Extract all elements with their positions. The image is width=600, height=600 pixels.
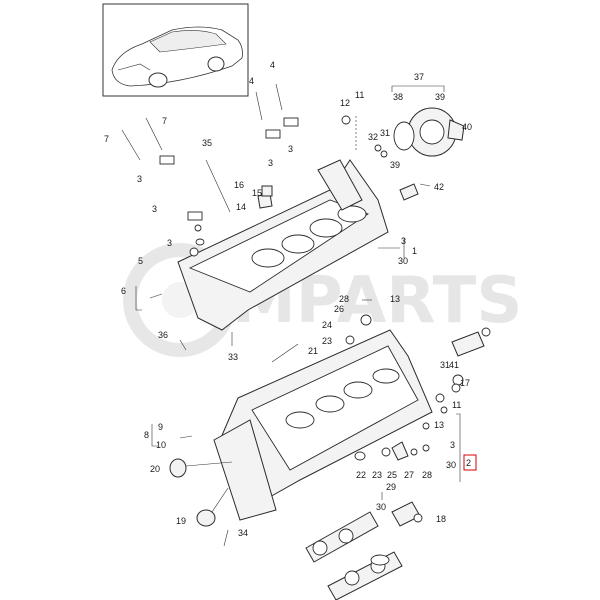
vehicle-thumbnail xyxy=(102,3,249,97)
callout-9: 9 xyxy=(158,422,163,432)
callout-22: 22 xyxy=(356,470,366,480)
callout-7: 7 xyxy=(104,134,109,144)
callout-23: 23 xyxy=(322,336,332,346)
callout-3: 3 xyxy=(401,236,406,246)
callout-13: 13 xyxy=(390,294,400,304)
callout-36: 36 xyxy=(158,330,168,340)
leader-lines xyxy=(135,85,461,547)
valve-19 xyxy=(196,487,229,527)
callout-28: 28 xyxy=(339,294,349,304)
callout-29: 29 xyxy=(386,482,396,492)
callout-2: 2 xyxy=(466,458,471,468)
callout-20: 20 xyxy=(150,464,160,474)
callout-30: 30 xyxy=(376,502,386,512)
callout-labels: 1 2 3 3 3 3 3 3 3 4 4 5 6 7 7 8 9 10 11 … xyxy=(104,60,472,538)
callout-11: 11 xyxy=(355,90,364,100)
valve-20 xyxy=(169,458,233,478)
callout-25: 25 xyxy=(387,470,397,480)
bolts xyxy=(121,83,299,439)
callout-7: 7 xyxy=(162,116,167,126)
callout-3: 3 xyxy=(152,204,157,214)
callout-21: 21 xyxy=(308,346,318,356)
lower-cylinder-head xyxy=(213,329,433,521)
callout-41: 41 xyxy=(449,360,459,370)
small-components xyxy=(159,115,491,523)
callout-2-highlight-box xyxy=(463,454,477,471)
callout-30: 30 xyxy=(446,460,456,470)
callout-40: 40 xyxy=(462,122,472,132)
callout-37: 37 xyxy=(414,72,424,82)
vacuum-pump xyxy=(393,107,465,157)
callout-39: 39 xyxy=(390,160,400,170)
callout-32: 32 xyxy=(368,132,378,142)
callout-42: 42 xyxy=(434,182,444,192)
callout-24: 24 xyxy=(322,320,332,330)
callout-8: 8 xyxy=(144,430,149,440)
solenoid-valve xyxy=(435,331,485,403)
callout-35: 35 xyxy=(202,138,212,148)
callout-38: 38 xyxy=(393,92,403,102)
callout-1: 1 xyxy=(412,246,417,256)
callout-26: 26 xyxy=(334,304,344,314)
callout-11: 11 xyxy=(452,400,461,410)
callout-4: 4 xyxy=(249,76,254,86)
callout-14: 14 xyxy=(236,202,246,212)
callout-13: 13 xyxy=(434,420,444,430)
callout-3: 3 xyxy=(450,440,455,450)
callout-28: 28 xyxy=(422,470,432,480)
callout-4: 4 xyxy=(270,60,275,70)
callout-34: 34 xyxy=(238,528,248,538)
callout-30: 30 xyxy=(398,256,408,266)
callout-15: 15 xyxy=(252,188,262,198)
callout-16: 16 xyxy=(234,180,244,190)
callout-3: 3 xyxy=(167,238,172,248)
callout-39: 39 xyxy=(435,92,445,102)
callout-23: 23 xyxy=(372,470,382,480)
callout-6: 6 xyxy=(121,286,126,296)
sensor-part xyxy=(399,183,419,201)
callout-31: 31 xyxy=(440,360,450,370)
callout-3: 3 xyxy=(268,158,273,168)
callout-5: 5 xyxy=(138,256,143,266)
callout-18: 18 xyxy=(436,514,446,524)
callout-12: 12 xyxy=(340,98,350,108)
callout-33: 33 xyxy=(228,352,238,362)
upper-cylinder-head xyxy=(177,159,389,331)
camshaft-assembly xyxy=(305,501,421,600)
callout-31: 31 xyxy=(380,128,390,138)
callout-10: 10 xyxy=(156,440,166,450)
callout-17: 17 xyxy=(460,378,470,388)
callout-3: 3 xyxy=(137,174,142,184)
callout-3: 3 xyxy=(288,144,293,154)
callout-27: 27 xyxy=(404,470,414,480)
callout-19: 19 xyxy=(176,516,186,526)
